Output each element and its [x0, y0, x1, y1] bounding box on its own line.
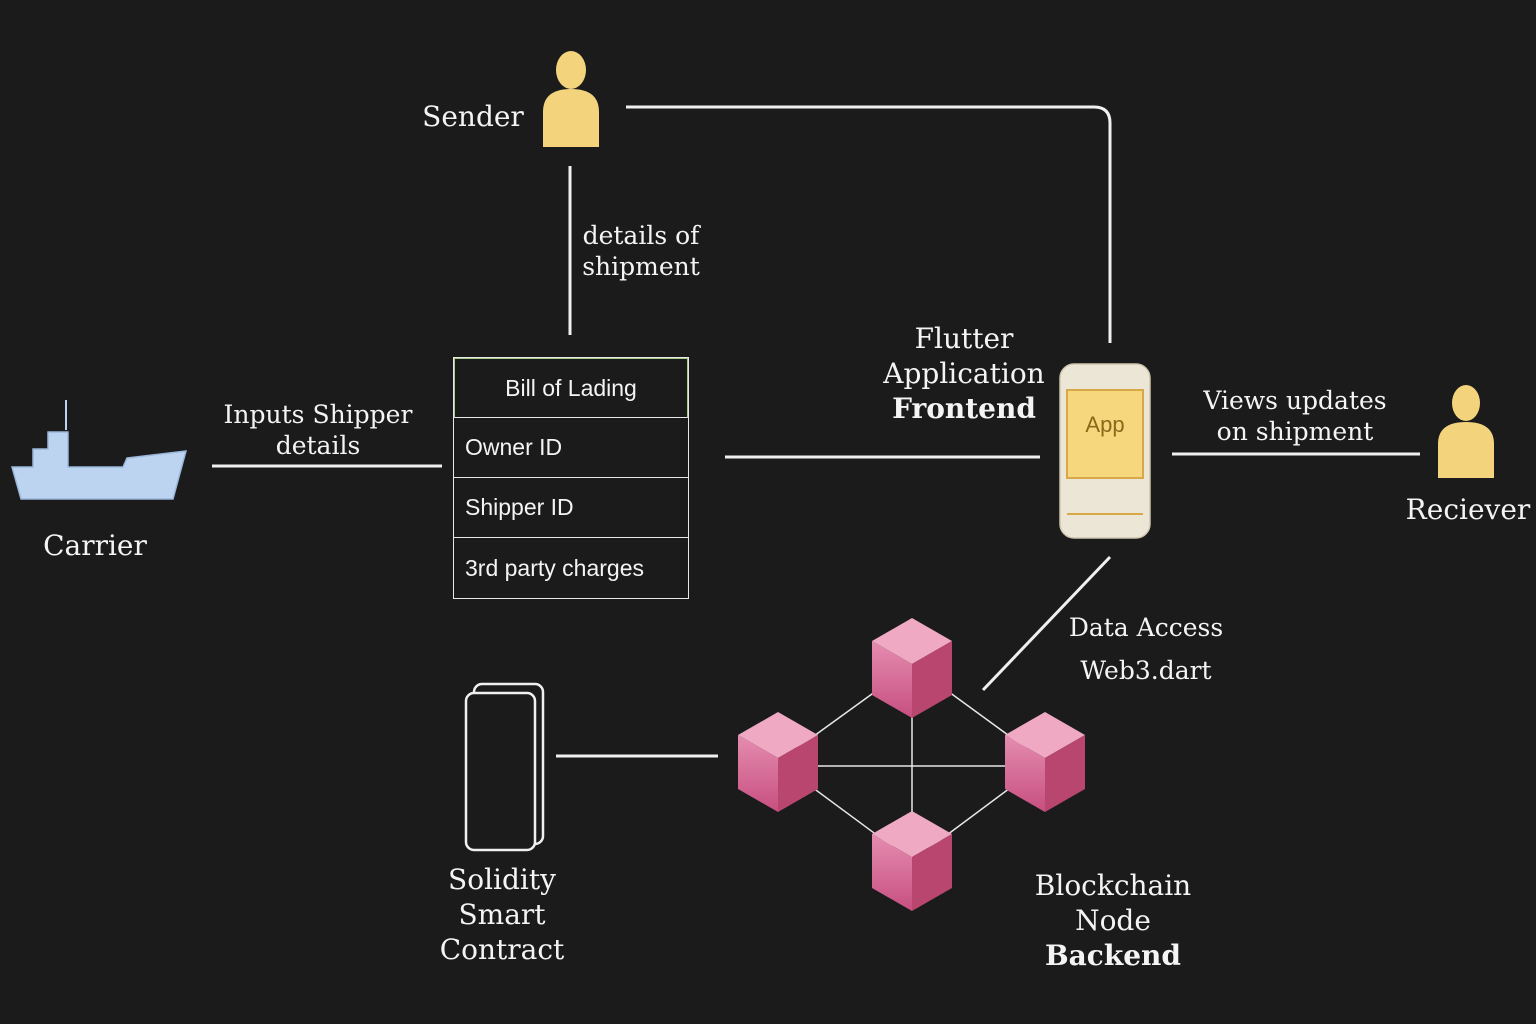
phone-icon — [1059, 363, 1151, 539]
contract-label: Solidity Smart Contract — [439, 863, 565, 966]
bol-field-shipper-id: Shipper ID — [454, 478, 688, 538]
cube-icon — [738, 712, 818, 812]
bol-field-owner-id: Owner ID — [454, 418, 688, 478]
inputs-shipper-details-label: Inputs Shipper details — [223, 400, 413, 461]
cube-icon — [872, 618, 952, 718]
carrier-label: Carrier — [43, 529, 147, 562]
sender-label: Sender — [422, 100, 524, 133]
backend-label: Blockchain Node Backend — [1034, 869, 1192, 972]
views-updates-label: Views updates on shipment — [1203, 386, 1387, 447]
document-icon — [464, 682, 545, 852]
details-of-shipment-label: details of shipment — [582, 221, 700, 282]
connector-lines — [212, 105, 1420, 758]
bill-of-lading-table: Bill of Lading Owner ID Shipper ID 3rd p… — [453, 357, 689, 599]
cube-icon — [1005, 712, 1085, 812]
bill-of-lading-title: Bill of Lading — [454, 358, 688, 418]
frontend-label: Flutter Application Frontend — [883, 322, 1045, 425]
receiver-label: Reciever — [1405, 493, 1531, 526]
person-icon — [543, 51, 599, 147]
app-screen-label: App — [1085, 412, 1125, 437]
ship-icon — [11, 400, 188, 500]
person-icon — [1438, 385, 1494, 478]
sender-to-app-line — [626, 105, 1112, 343]
data-access-label: Data Access Web3.dart — [1068, 613, 1224, 685]
cube-icon — [872, 811, 952, 911]
bol-field-third-party-charges: 3rd party charges — [465, 554, 644, 581]
app-to-blockchain-line — [981, 555, 1112, 692]
